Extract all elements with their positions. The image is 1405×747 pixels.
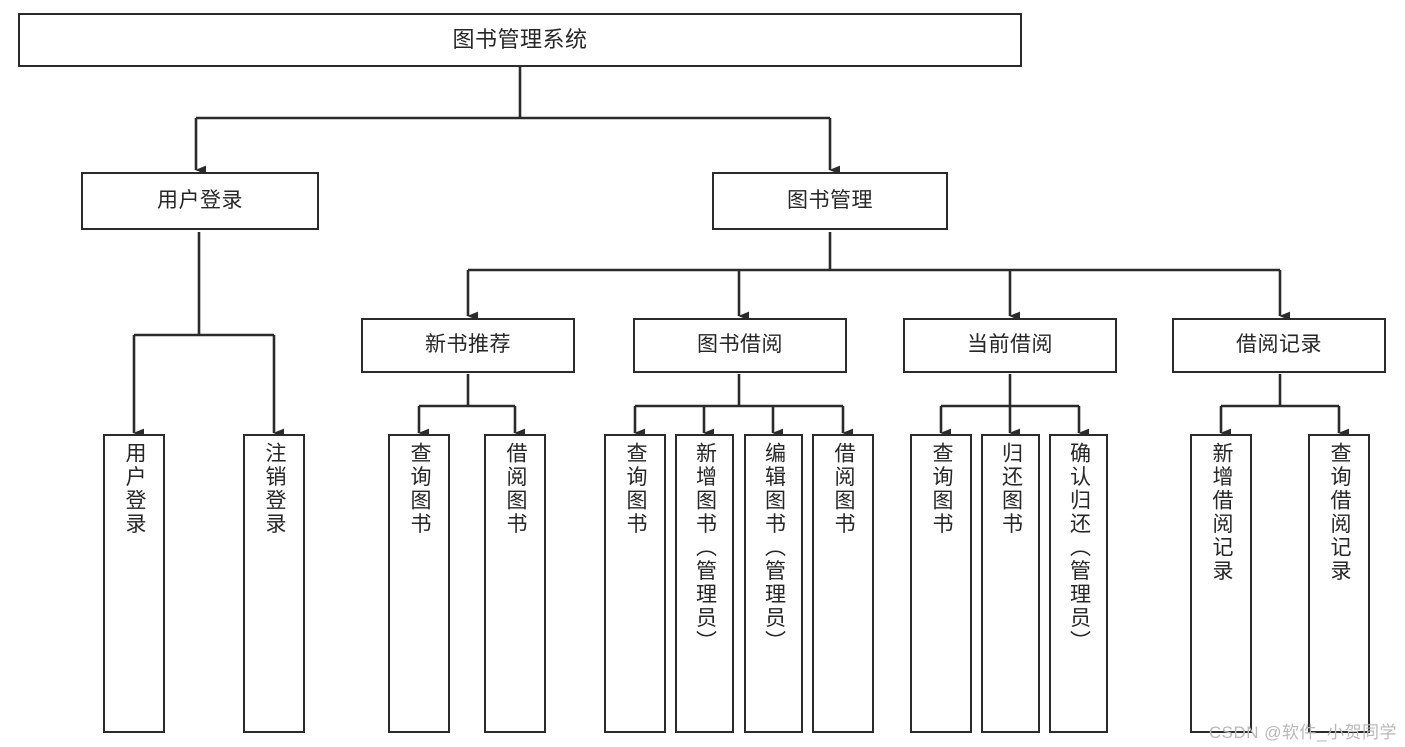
- node-label: 用户登录: [123, 442, 147, 536]
- node-leaf-new-book-query-book[interactable]: 查询图书: [388, 434, 450, 733]
- node-leaf-borrow-edit-book-admin[interactable]: 编辑图书（管理员）: [744, 434, 803, 733]
- node-leaf-borrow-query-book[interactable]: 查询图书: [604, 434, 666, 733]
- node-label: 查询图书: [408, 442, 432, 536]
- node-label: 用户登录: [157, 188, 243, 212]
- node-current-borrowing[interactable]: 当前借阅: [903, 318, 1117, 373]
- node-label: 新增借阅记录: [1210, 442, 1234, 583]
- node-book-borrowing[interactable]: 图书借阅: [633, 318, 847, 373]
- node-label: 图书管理系统: [452, 27, 588, 53]
- node-label: 查询借阅记录: [1328, 442, 1352, 583]
- node-label: 查询图书: [930, 442, 954, 536]
- node-label: 借阅图书: [504, 442, 528, 536]
- node-label: 确认归还（管理员）: [1067, 442, 1091, 654]
- node-leaf-borrow-borrow-book[interactable]: 借阅图书: [812, 434, 874, 733]
- node-book-management[interactable]: 图书管理: [712, 172, 948, 230]
- node-label: 图书管理: [787, 188, 873, 212]
- node-label: 借阅图书: [832, 442, 856, 536]
- node-label: 注销登录: [263, 442, 287, 536]
- node-label: 图书借阅: [697, 333, 783, 357]
- node-leaf-record-query-borrow-record[interactable]: 查询借阅记录: [1308, 434, 1370, 733]
- node-label: 当前借阅: [967, 333, 1053, 357]
- node-leaf-user-login-signin[interactable]: 用户登录: [103, 434, 165, 733]
- node-leaf-current-confirm-return-admin[interactable]: 确认归还（管理员）: [1049, 434, 1108, 733]
- node-label: 编辑图书（管理员）: [762, 442, 786, 654]
- node-leaf-current-return-book[interactable]: 归还图书: [981, 434, 1040, 733]
- node-label: 新增图书（管理员）: [693, 442, 717, 654]
- node-borrowing-record[interactable]: 借阅记录: [1172, 318, 1386, 373]
- node-new-book-recommendation[interactable]: 新书推荐: [361, 318, 575, 373]
- node-label: 借阅记录: [1236, 333, 1322, 357]
- node-leaf-new-book-borrow-book[interactable]: 借阅图书: [484, 434, 546, 733]
- node-user-login[interactable]: 用户登录: [81, 172, 319, 230]
- node-leaf-borrow-add-book-admin[interactable]: 新增图书（管理员）: [675, 434, 734, 733]
- node-root-book-management-system[interactable]: 图书管理系统: [18, 13, 1022, 67]
- node-label: 新书推荐: [425, 333, 511, 357]
- node-label: 归还图书: [999, 442, 1023, 536]
- node-leaf-user-login-signout[interactable]: 注销登录: [243, 434, 305, 733]
- node-label: 查询图书: [624, 442, 648, 536]
- node-leaf-current-query-book[interactable]: 查询图书: [910, 434, 972, 733]
- node-leaf-record-add-borrow-record[interactable]: 新增借阅记录: [1190, 434, 1252, 733]
- csdn-watermark: CSDN @软件_小贺同学: [1208, 723, 1397, 742]
